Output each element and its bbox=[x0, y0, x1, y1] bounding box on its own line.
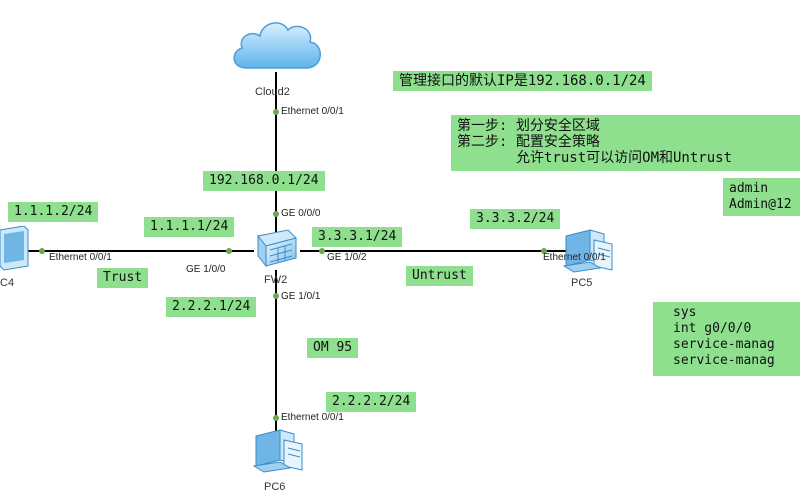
firewall-icon bbox=[257, 229, 297, 268]
pc5-ip-tag: 3.3.3.2/24 bbox=[470, 209, 561, 229]
credentials-user: admin bbox=[729, 181, 769, 196]
default-ip-note: 管理接口的默认IP是192.168.0.1/24 bbox=[393, 71, 652, 91]
port-dot-pc4-eth bbox=[39, 248, 45, 254]
untrust-zone-tag: Untrust bbox=[406, 266, 473, 286]
cloud-device[interactable] bbox=[224, 12, 328, 78]
command-line-4: service-manag bbox=[673, 353, 775, 368]
pc4-eth-label: Ethernet 0/0/1 bbox=[49, 252, 112, 263]
pc4-device[interactable] bbox=[0, 225, 32, 274]
cloud-icon bbox=[233, 22, 321, 69]
firewall-name: FW2 bbox=[264, 274, 288, 286]
port-dot-fw-ge000 bbox=[273, 211, 279, 217]
port-dot-fw-ge101 bbox=[273, 293, 279, 299]
pc-icon bbox=[252, 429, 303, 473]
command-line-3: service-manag bbox=[673, 337, 775, 352]
cloud-eth-label: Ethernet 0/0/1 bbox=[281, 106, 344, 117]
credentials-note: admin Admin@12 bbox=[723, 178, 800, 216]
cloud-name: Cloud2 bbox=[255, 86, 290, 98]
fw-ge101-label: GE 1/0/1 bbox=[281, 291, 321, 302]
fw-ge000-label: GE 0/0/0 bbox=[281, 208, 321, 219]
firewall-device[interactable] bbox=[252, 228, 300, 268]
port-dot-pc6-eth bbox=[273, 415, 279, 421]
pc5-eth-label: Ethernet 0/0/1 bbox=[543, 252, 606, 263]
port-dot-fw-ge102 bbox=[319, 248, 325, 254]
fw-ge100-label: GE 1/0/0 bbox=[186, 264, 226, 275]
commands-note: sys int g0/0/0 service-manag service-man… bbox=[653, 302, 800, 376]
pc6-eth-label: Ethernet 0/0/1 bbox=[281, 412, 344, 423]
pc6-name: PC6 bbox=[264, 481, 286, 493]
fw-ge102-label: GE 1/0/2 bbox=[327, 252, 367, 263]
pc-icon bbox=[0, 225, 29, 271]
credentials-password: Admin@12 bbox=[729, 197, 792, 212]
mgmt-ip-tag: 192.168.0.1/24 bbox=[203, 171, 325, 191]
fw-trust-ip-tag: 1.1.1.1/24 bbox=[144, 217, 235, 237]
pc5-name: PC5 bbox=[571, 277, 593, 289]
steps-line-1: 第一步: 划分安全区域 bbox=[457, 118, 600, 134]
fw-untrust-ip-tag: 3.3.3.1/24 bbox=[312, 227, 403, 247]
fw-om-ip-tag: 2.2.2.1/24 bbox=[166, 297, 257, 317]
trust-zone-tag: Trust bbox=[97, 268, 149, 288]
pc5-device[interactable] bbox=[560, 226, 616, 274]
steps-line-2: 第二步: 配置安全策略 bbox=[457, 134, 600, 150]
pc4-name: C4 bbox=[0, 277, 15, 289]
om-zone-tag: OM 95 bbox=[307, 338, 359, 358]
port-dot-cloud-eth bbox=[273, 109, 279, 115]
command-line-1: sys bbox=[673, 305, 697, 320]
port-dot-pc5-eth bbox=[541, 248, 547, 254]
steps-note: 第一步: 划分安全区域 第二步: 配置安全策略 允许trust可以访问OM和Un… bbox=[451, 115, 800, 171]
pc-icon bbox=[562, 229, 613, 273]
pc6-ip-tag: 2.2.2.2/24 bbox=[326, 392, 417, 412]
port-dot-fw-ge100 bbox=[226, 248, 232, 254]
pc6-device[interactable] bbox=[250, 426, 306, 474]
command-line-2: int g0/0/0 bbox=[673, 321, 752, 336]
pc4-ip-tag: 1.1.1.2/24 bbox=[8, 202, 99, 222]
steps-line-3: 允许trust可以访问OM和Untrust bbox=[457, 150, 733, 166]
